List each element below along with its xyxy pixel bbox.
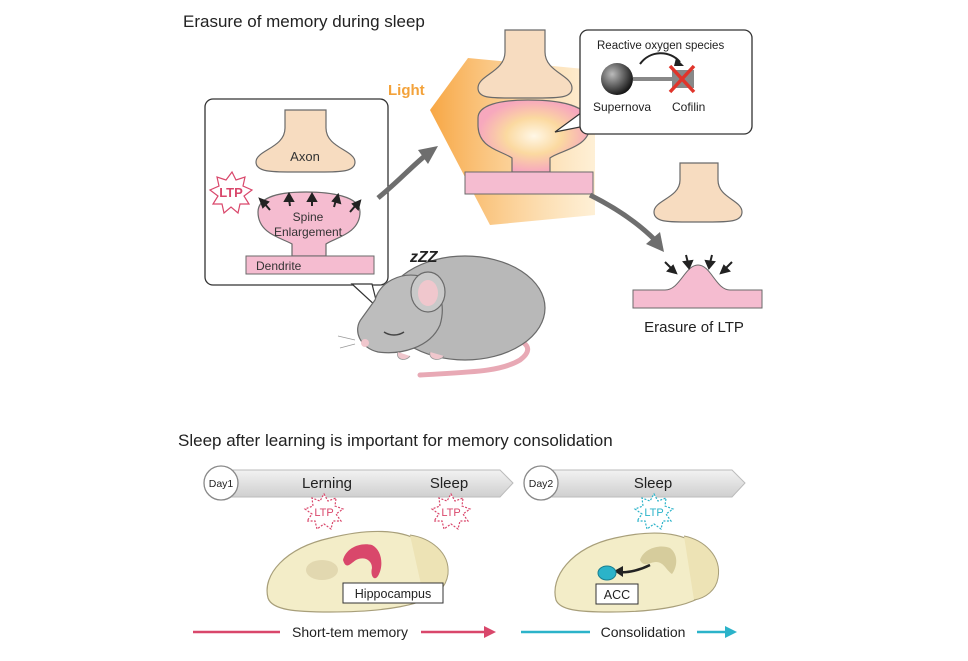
cofilin-cross-icon (668, 64, 696, 94)
cofilin-label: Cofilin (672, 100, 705, 114)
spine-label-1: Spine (293, 210, 324, 224)
axon-lit (477, 29, 573, 99)
supernova-label: Supernova (593, 100, 651, 114)
ltp-label-top: LTP (219, 185, 243, 200)
ltp-starburst-sleep2 (633, 492, 675, 531)
short-term-label: Short-tem memory (292, 624, 408, 640)
sleep-label-2: Sleep (634, 475, 672, 492)
spine-label-2: Enlargement (274, 225, 343, 239)
arrow-to-erasure (588, 192, 657, 242)
day2-circle (523, 465, 559, 501)
erasure-label: Erasure of LTP (644, 319, 744, 336)
supernova-ball (601, 63, 633, 95)
short-term-arrowhead (484, 626, 496, 638)
light-label: Light (388, 82, 425, 99)
axon (255, 109, 356, 173)
day1-label: Day1 (209, 478, 234, 490)
brain-day2 (554, 532, 720, 613)
timeline-day1 (229, 469, 514, 498)
spine (257, 191, 361, 257)
acc-arrowhead (614, 566, 623, 577)
ltp-starburst-learning (303, 492, 345, 531)
sleeping-mouse (337, 255, 546, 378)
arrow-to-erasure-head (646, 232, 664, 252)
ltp-label-sleep1: LTP (441, 507, 460, 519)
day2-label: Day2 (529, 478, 554, 490)
sleep-label-1: Sleep (430, 475, 468, 492)
zzz-text: zZZ (409, 249, 439, 266)
dendrite (245, 255, 375, 275)
learning-label: Lerning (302, 475, 352, 492)
shrink-arrows (664, 254, 733, 275)
hippocampus-box (342, 582, 444, 604)
enlargement-arrows (258, 191, 362, 213)
ltp-label-sleep2: LTP (644, 507, 663, 519)
dendrite-lit (464, 171, 594, 195)
consolidation-label: Consolidation (601, 624, 686, 640)
dendrite-label: Dendrite (256, 259, 302, 273)
ros-title: Reactive oxygen species (597, 40, 724, 52)
arrow-to-light (376, 153, 428, 200)
ros-callout (579, 29, 753, 135)
acc-shape (597, 565, 617, 581)
acc-label: ACC (604, 588, 630, 602)
ltp-starburst-top (208, 170, 254, 215)
hippocampus-shape (343, 544, 382, 579)
bottom-title: Sleep after learning is important for me… (178, 431, 613, 450)
ros-arrowhead (674, 58, 684, 66)
dendrite-erasure (632, 264, 763, 309)
day1-circle (203, 465, 239, 501)
ltp-starburst-sleep1 (430, 492, 472, 531)
acc-box (595, 583, 639, 605)
axon-erasure (653, 162, 743, 223)
ltp-label-learning: LTP (314, 507, 333, 519)
hippocampus-label: Hippocampus (355, 587, 431, 601)
arrow-to-light-head (418, 146, 438, 164)
synapse-callout-tail (350, 283, 380, 310)
axon-label: Axon (290, 149, 320, 164)
consolidation-arrowhead (725, 626, 737, 638)
top-title: Erasure of memory during sleep (183, 12, 425, 31)
